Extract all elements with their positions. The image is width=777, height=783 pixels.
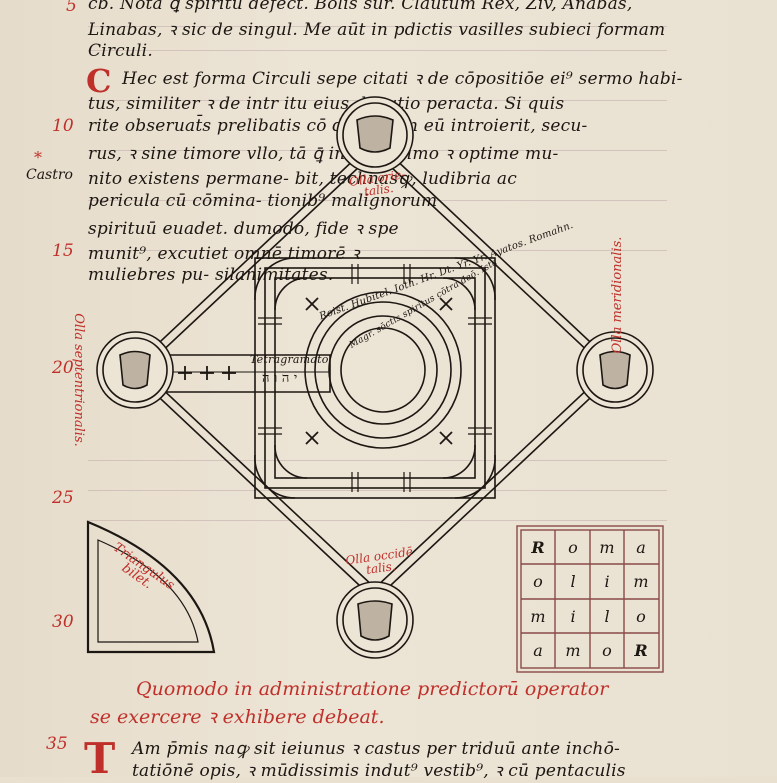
text-line-2: Linabas, ꝛ sic de singul. Me aūt in pdic… <box>88 20 666 40</box>
ruling-line <box>88 50 667 51</box>
paragraph-line-6: pericula cū cōmina- tionib⁹ malignorum <box>88 191 438 211</box>
initial-letter-t: T <box>84 734 116 783</box>
ruling-line <box>88 460 667 461</box>
ruling-line <box>88 250 667 251</box>
paragraph-line-7: spirituū euadet. dumodo, fide ꝛ spe <box>88 219 399 239</box>
paragraph-line-8: munit⁹, excutiet omnē timorē ꝛ <box>88 244 360 264</box>
line-number-20: 20 <box>52 358 74 378</box>
paragraph-line-9: muliebres pu- silanimitates. <box>88 265 334 285</box>
hebrew-name: י ה ו ה <box>262 371 298 386</box>
paragraph-line-2: tus, similiter ꝛ de intr itu eius, locut… <box>88 94 565 114</box>
square-cell: l <box>570 571 576 591</box>
asterisk-mark: * <box>34 148 42 167</box>
square-cell: a <box>636 537 646 557</box>
initial-letter-c: C <box>86 62 112 100</box>
caption-olla-septentrionalis: Olla septentrionalis. <box>71 313 86 447</box>
ruling-line <box>88 200 667 201</box>
ruling-line <box>88 26 667 27</box>
section-heading-line-1: Quomodo in administratione predictorū op… <box>136 678 609 700</box>
square-cell: i <box>604 571 610 591</box>
line-number-10: 10 <box>52 116 74 136</box>
bottom-line-2: tatiōnē opis, ꝛ mūdissimis indut⁹ vestib… <box>132 761 626 781</box>
square-cell: m <box>565 640 581 660</box>
square-cell: R <box>634 640 648 660</box>
section-heading-line-2: se exercere ꝛ exhibere debeat. <box>90 706 385 728</box>
ruling-line <box>88 490 667 491</box>
square-cell: i <box>570 606 576 626</box>
ruling-line <box>88 520 667 521</box>
square-cell: m <box>530 606 546 626</box>
line-number-25: 25 <box>52 488 74 508</box>
square-cell: o <box>533 571 543 591</box>
square-cell: o <box>602 640 612 660</box>
square-cell: R <box>531 537 545 557</box>
paragraph-line-1: Hec est forma Circuli sepe citati ꝛ de c… <box>122 69 683 89</box>
text-line-3: Circuli. <box>88 41 153 61</box>
line-number-5: 5 <box>66 0 77 16</box>
square-cell: o <box>636 606 646 626</box>
square-cell: o <box>568 537 578 557</box>
text-line-1: cb. Nota ꝗ̄ spiritū defect. Bolis sur. C… <box>88 0 633 14</box>
bottom-line-1: Am p̄mis naꝙ sit ieiunus ꝛ castus per tr… <box>132 739 620 759</box>
square-cell: m <box>599 537 615 557</box>
square-cell: l <box>604 606 610 626</box>
line-number-15: 15 <box>52 241 74 261</box>
line-number-35: 35 <box>46 734 68 754</box>
square-cell: a <box>533 640 543 660</box>
caption-olla-meridionalis: Olla meridionalis. <box>610 236 625 354</box>
square-cell: m <box>633 571 649 591</box>
margin-note-castro: Castro <box>26 167 73 183</box>
paragraph-line-4: rus, ꝛ sine timore vllo, tā ꝗ̄ in fortis… <box>88 144 559 164</box>
line-number-30: 30 <box>52 612 74 632</box>
tetragrammaton-label: Tetragrāmatō <box>250 353 329 366</box>
